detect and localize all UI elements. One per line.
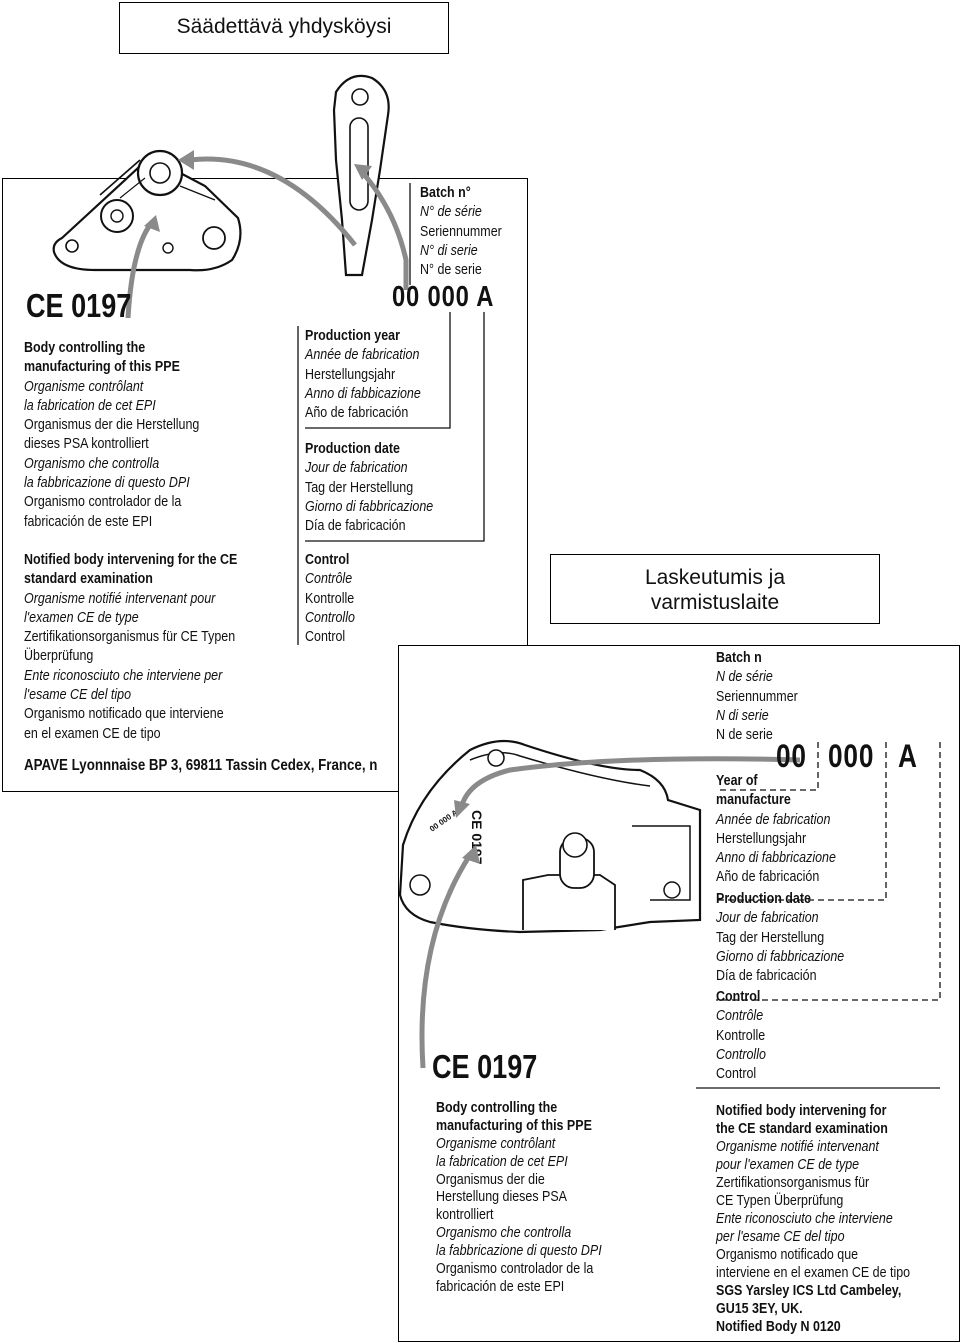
title-adjustable-lanyard: Säädettävä yhdysköysi <box>119 2 449 54</box>
arrow-batch-to-descender <box>459 756 801 806</box>
label1-body-controlling: Body controlling the manufacturing of th… <box>24 340 200 530</box>
label2-year-of-manufacture: Year of manufacture Année de fabrication… <box>716 773 836 886</box>
label2-batch-code-2: 000 <box>828 738 875 774</box>
label2-batch-code-1: 00 <box>776 738 807 774</box>
title-descender: Laskeutumis ja varmistuslaite <box>550 554 880 624</box>
label2-notified-body: Notified body intervening for the CE sta… <box>716 1103 911 1335</box>
label1-notified-body: Notified body intervening for the CE sta… <box>24 552 238 742</box>
arrow-batch-to-connector <box>360 170 409 290</box>
label1-batch-block: Batch n° N° de série Seriennummer N° di … <box>420 185 502 279</box>
arrow-ce-to-descender <box>419 853 473 1069</box>
label1-address: APAVE Lyonnnaise BP 3, 69811 Tassin Cede… <box>24 757 378 774</box>
label1-production-year: Production year Année de fabrication Her… <box>305 328 421 422</box>
label1-batch-code: 00 000 A <box>392 281 495 313</box>
label2-body-controlling: Body controlling the manufacturing of th… <box>436 1100 602 1295</box>
label2-ce-mark: CE 0197 <box>432 1048 538 1085</box>
label1-ce-mark: CE 0197 <box>26 287 132 324</box>
label2-batch-block: Batch n N de série Seriennummer N di ser… <box>716 650 798 744</box>
rope-adjuster-drawing <box>52 155 242 272</box>
label1-control: Control Contrôle Kontrolle Controllo Con… <box>305 552 355 646</box>
arrow-connector-to-adjuster <box>189 156 357 247</box>
label2-control: Control Contrôle Kontrolle Controllo Con… <box>716 989 766 1083</box>
label2-batch-code-3: A <box>898 738 918 774</box>
label1-production-date: Production date Jour de fabrication Tag … <box>305 441 434 535</box>
label2-production-date: Production date Jour de fabrication Tag … <box>716 891 845 985</box>
arrow-ce-to-adjuster <box>125 223 153 319</box>
